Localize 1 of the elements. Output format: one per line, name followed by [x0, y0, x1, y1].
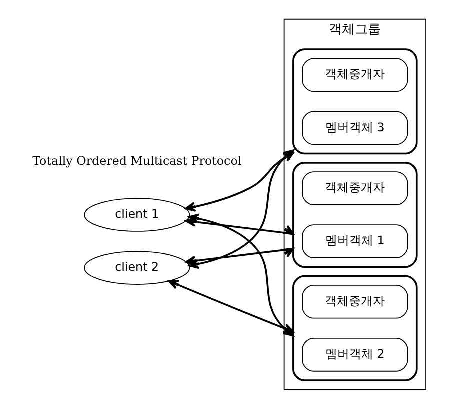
label: Totally Ordered Multicast Protocol [32, 154, 242, 168]
